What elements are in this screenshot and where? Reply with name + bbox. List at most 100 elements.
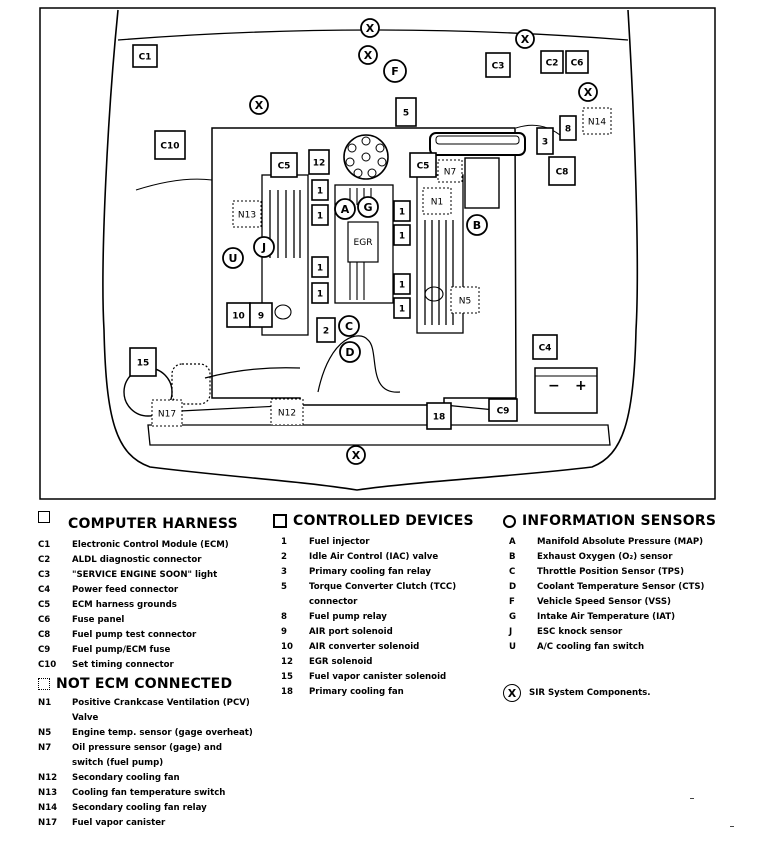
canister-housing bbox=[171, 363, 211, 405]
not-ecm-label-n12: N12 bbox=[278, 409, 296, 419]
legend-description: Coolant Temperature Sensor (CTS) bbox=[537, 582, 705, 592]
component-box-d8 bbox=[559, 115, 577, 141]
battery-positive: + bbox=[575, 378, 587, 394]
diagram-frame bbox=[39, 7, 716, 500]
legend-code: N12 bbox=[38, 773, 58, 783]
legend-code: C8 bbox=[38, 630, 51, 640]
distributor-terminals bbox=[345, 136, 387, 178]
legend-description: Engine temp. sensor (gage overheat) bbox=[72, 728, 253, 738]
component-label-d15: 15 bbox=[137, 359, 150, 369]
legend-code: C6 bbox=[38, 615, 51, 625]
not-ecm-box-n17 bbox=[151, 399, 183, 427]
o2-sensor-port bbox=[424, 286, 444, 302]
legend-item: D Coolant Temperature Sensor (CTS) bbox=[509, 580, 733, 595]
legend-description: Fuel pump/ECM fuse bbox=[72, 645, 171, 655]
legend-code: D bbox=[509, 582, 517, 592]
component-label-d10: 10 bbox=[232, 312, 245, 322]
legend-description: Intake Air Temperature (IAT) bbox=[537, 612, 676, 622]
legend-code: C4 bbox=[38, 585, 51, 595]
sir-marker-x1 bbox=[360, 18, 380, 38]
legend-item: C3"SERVICE ENGINE SOON" light bbox=[38, 568, 268, 583]
legend-code: N13 bbox=[38, 788, 58, 798]
legend-description: Throttle Position Sensor (TPS) bbox=[537, 567, 685, 577]
information-sensors-title: INFORMATION SENSORS bbox=[522, 513, 717, 529]
legend-description: Positive Crankcase Ventilation (PCV) Val… bbox=[72, 698, 250, 723]
legend-code: 15 bbox=[281, 672, 293, 682]
sensor-circle-b bbox=[466, 214, 488, 236]
scan-speck bbox=[730, 826, 734, 827]
component-box-c9 bbox=[488, 398, 518, 422]
battery bbox=[534, 367, 598, 414]
not-ecm-dashed-icon bbox=[38, 678, 50, 690]
component-label-d1e: 1 bbox=[317, 264, 323, 274]
component-label-d1g: 1 bbox=[399, 281, 405, 291]
left-fender-contour bbox=[135, 150, 213, 191]
legend-description: AIR port solenoid bbox=[309, 627, 393, 637]
component-label-c5b: C5 bbox=[417, 162, 430, 172]
legend-code: 8 bbox=[281, 612, 287, 622]
component-label-c5a: C5 bbox=[278, 162, 291, 172]
left-head-fins bbox=[269, 190, 301, 258]
sir-marker-x2 bbox=[358, 45, 378, 65]
component-box-d9 bbox=[249, 302, 273, 328]
circle-label-x2: X bbox=[364, 49, 373, 62]
legend-description: Torque Converter Clutch (TCC) connector bbox=[309, 582, 457, 607]
component-box-c10 bbox=[154, 130, 186, 160]
legend-description: Manifold Absolute Pressure (MAP) bbox=[537, 537, 704, 547]
legend-item: C6 Fuse panel bbox=[38, 613, 268, 628]
legend-description: Vehicle Speed Sensor (VSS) bbox=[537, 597, 671, 607]
computer-harness-title: COMPUTER HARNESS bbox=[68, 516, 238, 532]
component-box-d1e bbox=[311, 256, 329, 278]
circle-label-u: U bbox=[229, 252, 238, 265]
legend-description: Fuel vapor canister solenoid bbox=[309, 672, 447, 682]
legend-code: 3 bbox=[281, 567, 287, 577]
legend-item: 2 Idle Air Control (IAC) valve bbox=[281, 550, 493, 565]
legend-code: N14 bbox=[38, 803, 58, 813]
legend-code: N1 bbox=[38, 698, 52, 708]
sir-marker-x4 bbox=[578, 82, 598, 102]
sensor-circle-a bbox=[334, 198, 356, 220]
component-box-c2 bbox=[540, 50, 564, 74]
component-label-d2: 2 bbox=[323, 327, 329, 337]
circle-label-c: C bbox=[345, 320, 353, 333]
air-pump-port bbox=[274, 304, 292, 320]
component-label-d12: 12 bbox=[313, 159, 326, 169]
component-label-c6: C6 bbox=[571, 59, 584, 69]
not-ecm-label-n1: N1 bbox=[431, 198, 443, 208]
legend-description: AIR converter solenoid bbox=[309, 642, 420, 652]
component-box-d1a bbox=[311, 179, 329, 201]
circle-label-b: B bbox=[473, 219, 481, 232]
legend-description: Fuse panel bbox=[72, 615, 125, 625]
component-label-d1d: 1 bbox=[399, 232, 405, 242]
legend-description: Exhaust Oxygen (O₂) sensor bbox=[537, 552, 673, 562]
circle-label-x6: X bbox=[352, 449, 361, 462]
not-ecm-box-n13 bbox=[232, 200, 262, 228]
legend-description: ECM harness grounds bbox=[72, 600, 177, 610]
legend-code: C9 bbox=[38, 645, 51, 655]
sir-note-text: SIR System Components. bbox=[529, 688, 651, 698]
legend-description: Idle Air Control (IAC) valve bbox=[309, 552, 439, 562]
sensor-circle-f bbox=[383, 59, 407, 83]
legend-code: 18 bbox=[281, 687, 293, 697]
component-label-d5: 5 bbox=[403, 109, 409, 119]
legend-code: C3 bbox=[38, 570, 51, 580]
not-ecm-label-n5: N5 bbox=[459, 297, 471, 307]
circle-label-x1: X bbox=[366, 22, 375, 35]
sir-marker-x6 bbox=[346, 445, 366, 465]
legend-code: 2 bbox=[281, 552, 287, 562]
information-sensors-circle-icon bbox=[503, 514, 516, 528]
circle-label-f: F bbox=[391, 65, 399, 78]
